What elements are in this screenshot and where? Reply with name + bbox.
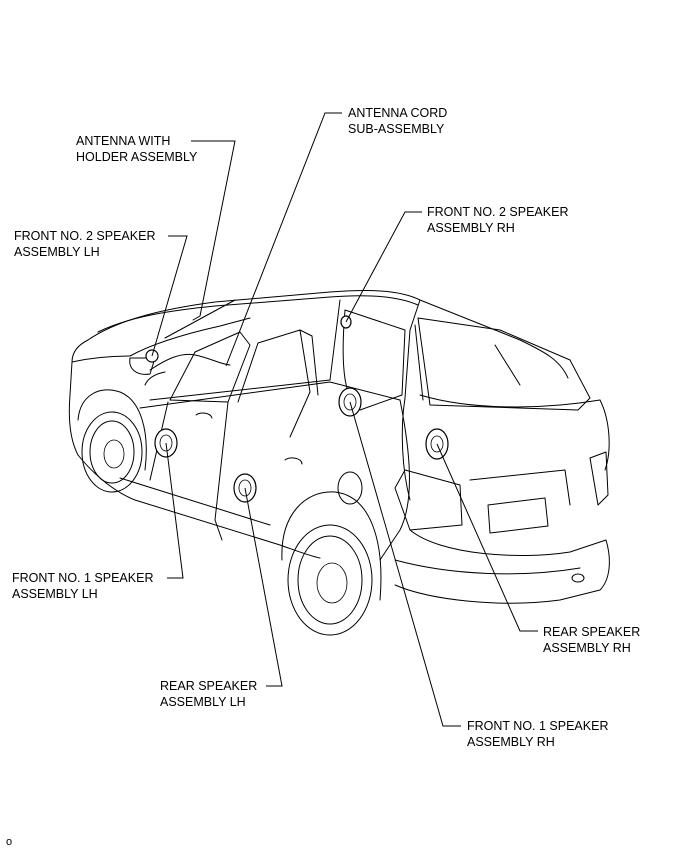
label-antenna-holder-line1: ANTENNA WITH: [76, 134, 171, 148]
figure-reference: o: [6, 836, 13, 848]
label-antenna-cord: ANTENNA CORD SUB-ASSEMBLY: [348, 105, 447, 137]
label-antenna-cord-line2: SUB-ASSEMBLY: [348, 122, 445, 136]
label-front1-rh-line2: ASSEMBLY RH: [467, 735, 555, 749]
label-front1-rh-line1: FRONT NO. 1 SPEAKER: [467, 719, 609, 733]
label-front2-rh-line1: FRONT NO. 2 SPEAKER: [427, 205, 569, 219]
label-antenna-holder-line2: HOLDER ASSEMBLY: [76, 150, 198, 164]
leader-front1-rh: [349, 401, 461, 727]
label-front1-lh: FRONT NO. 1 SPEAKER ASSEMBLY LH: [12, 570, 153, 602]
label-rear-rh: REAR SPEAKER ASSEMBLY RH: [543, 624, 640, 656]
label-rear-lh-line2: ASSEMBLY LH: [160, 695, 246, 709]
label-front2-lh-line2: ASSEMBLY LH: [14, 245, 100, 259]
label-front2-rh-line2: ASSEMBLY RH: [427, 221, 515, 235]
leader-antenna-holder: [191, 140, 236, 317]
label-rear-rh-line1: REAR SPEAKER: [543, 625, 641, 639]
label-antenna-holder: ANTENNA WITH HOLDER ASSEMBLY: [76, 133, 197, 165]
label-rear-lh: REAR SPEAKER ASSEMBLY LH: [160, 678, 257, 710]
label-front1-rh: FRONT NO. 1 SPEAKER ASSEMBLY RH: [467, 718, 608, 750]
label-front2-rh: FRONT NO. 2 SPEAKER ASSEMBLY RH: [427, 204, 568, 236]
leader-front2-rh: [345, 211, 422, 323]
leader-rear-rh: [436, 443, 538, 632]
label-antenna-cord-line1: ANTENNA CORD: [348, 106, 448, 120]
label-front2-lh: FRONT NO. 2 SPEAKER ASSEMBLY LH: [14, 228, 155, 260]
label-front1-lh-line2: ASSEMBLY LH: [12, 587, 98, 601]
leader-rear-lh: [244, 487, 283, 687]
leader-front2-lh: [151, 235, 188, 357]
label-front1-lh-line1: FRONT NO. 1 SPEAKER: [12, 571, 154, 585]
vehicle-outline: [68, 290, 610, 636]
label-rear-rh-line2: ASSEMBLY RH: [543, 641, 631, 655]
label-rear-lh-line1: REAR SPEAKER: [160, 679, 258, 693]
leader-antenna-cord: [225, 112, 342, 367]
label-front2-lh-line1: FRONT NO. 2 SPEAKER: [14, 229, 156, 243]
leader-lines: [151, 112, 538, 727]
leader-front1-lh: [165, 442, 184, 579]
